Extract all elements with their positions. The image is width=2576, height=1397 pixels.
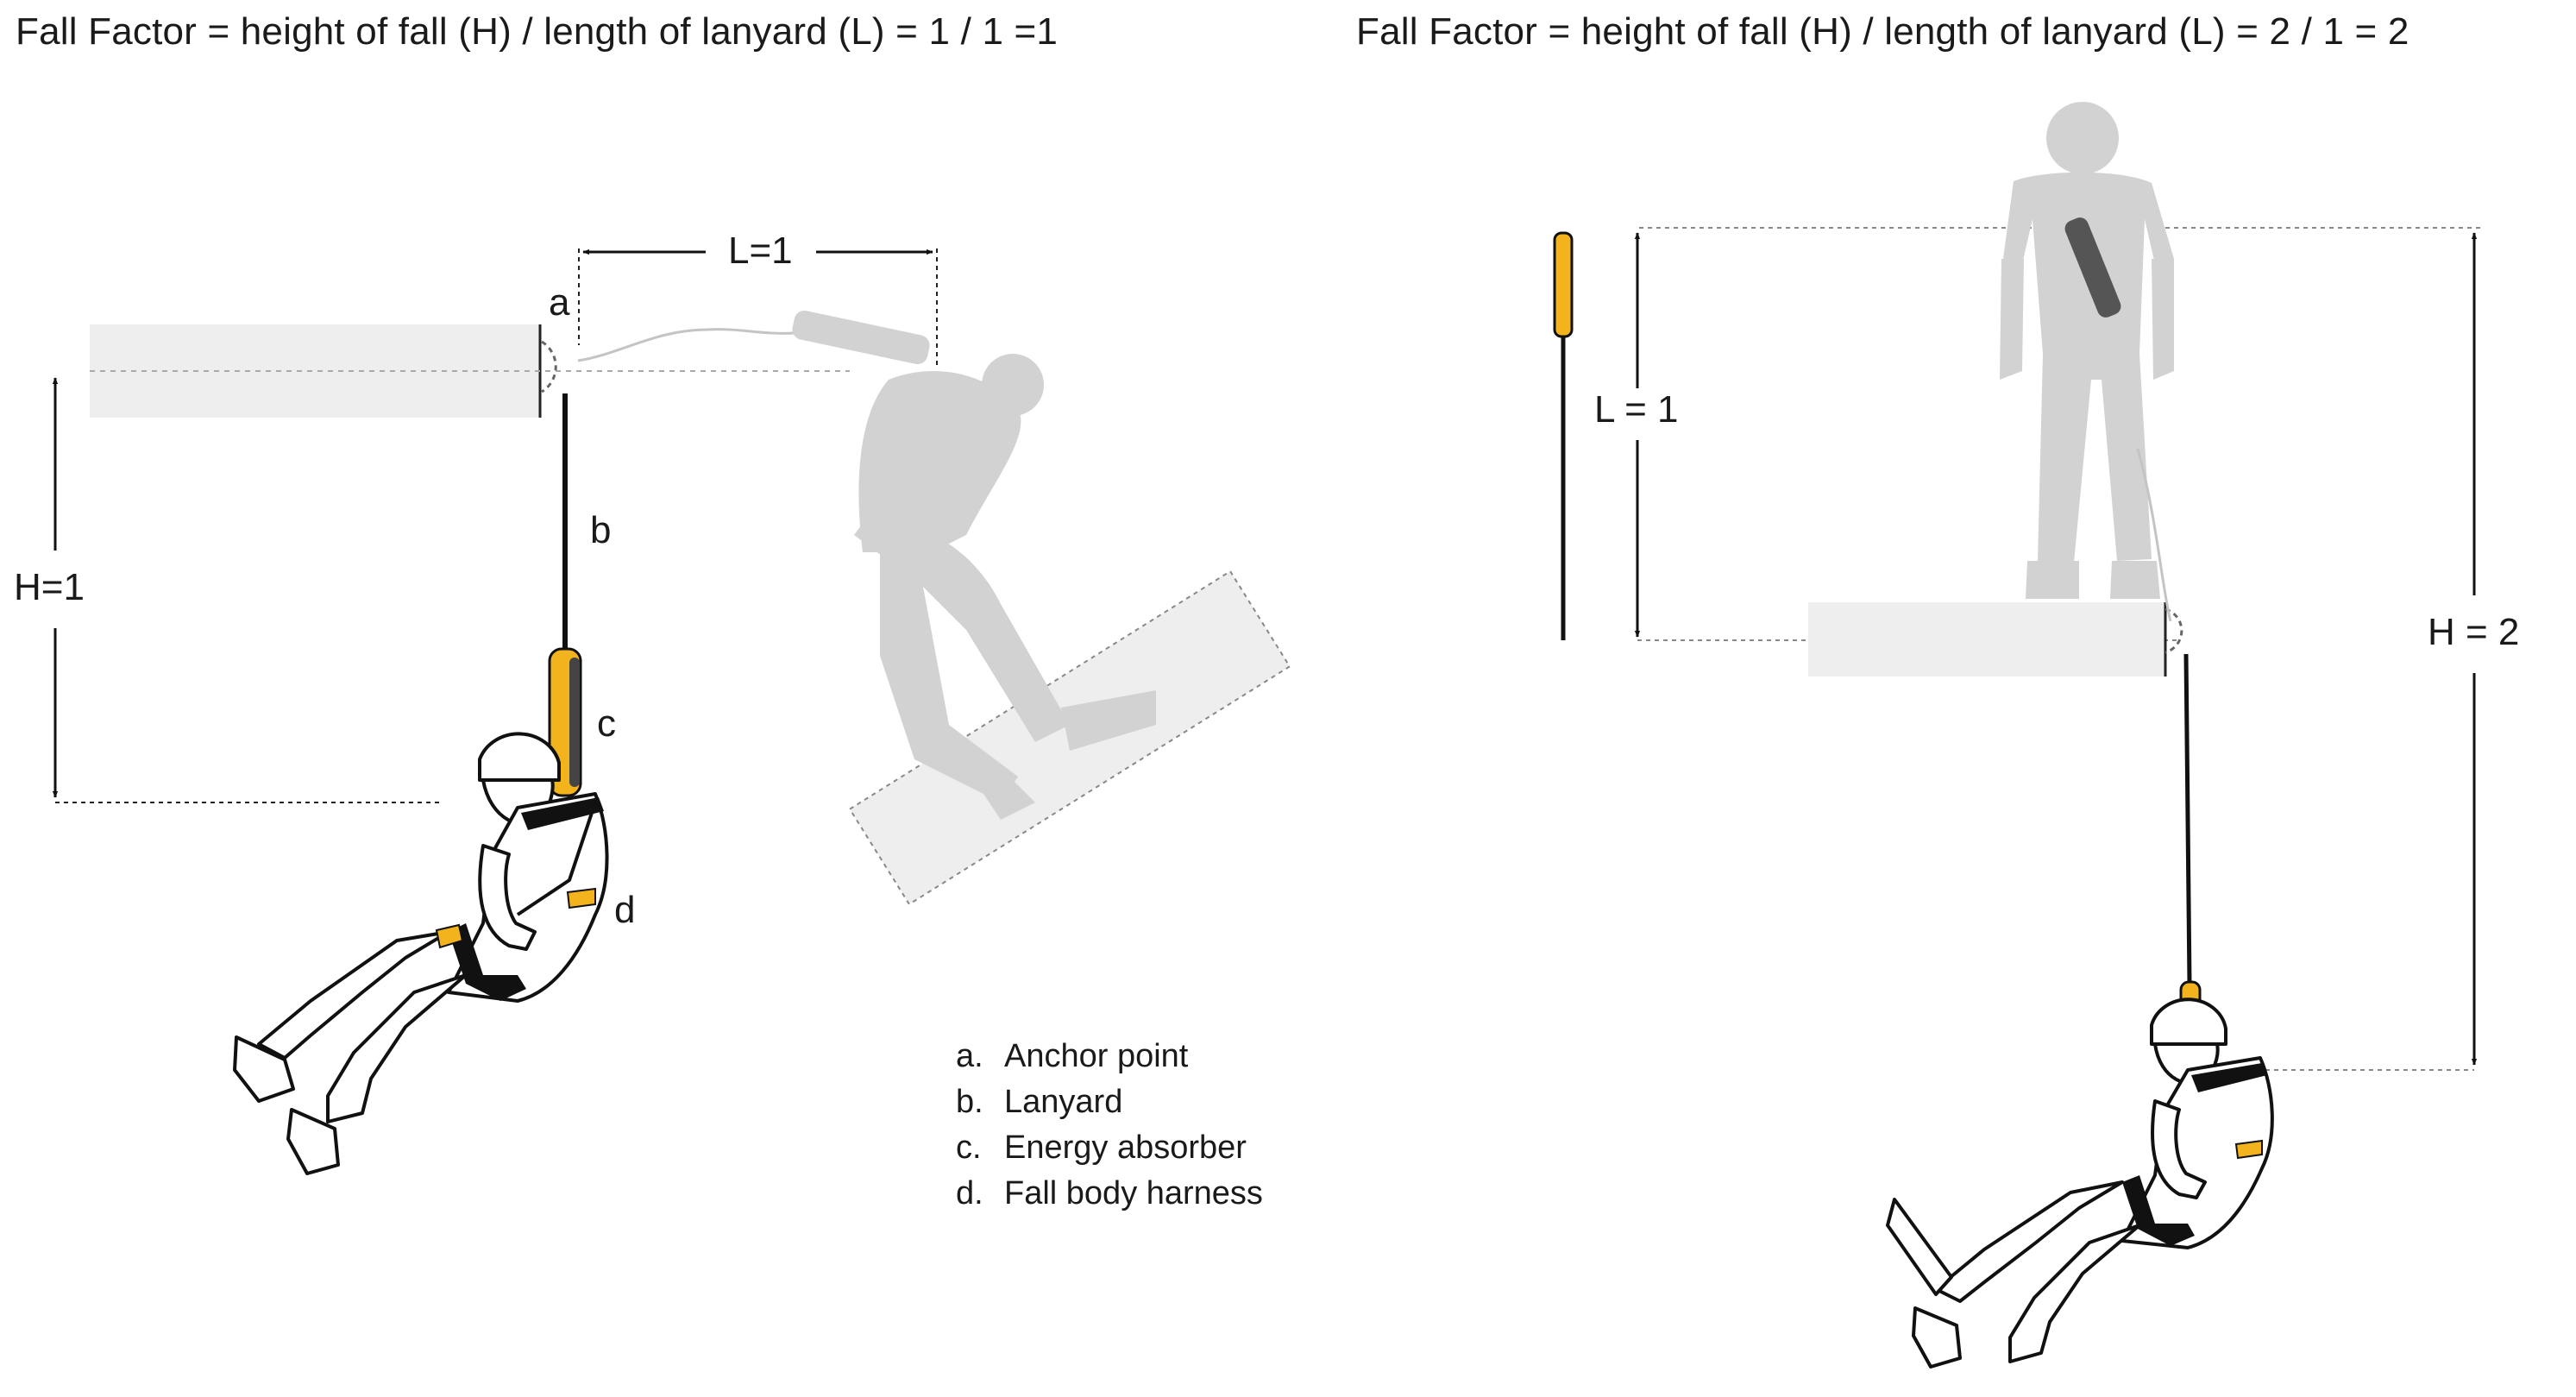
legend-text: Anchor point bbox=[1004, 1038, 1189, 1074]
legend-item-a: a. Anchor point bbox=[956, 1034, 1263, 1079]
right-length-label: L = 1 bbox=[1594, 388, 1679, 431]
left-platform bbox=[90, 324, 540, 418]
legend-item-b: b. Lanyard bbox=[956, 1079, 1263, 1125]
right-lanyard bbox=[2183, 653, 2192, 985]
left-ghost-worker bbox=[577, 310, 1291, 906]
left-scene bbox=[52, 249, 1291, 1175]
label-c: c bbox=[597, 702, 616, 745]
right-scene bbox=[1553, 102, 2485, 1369]
legend-text: Lanyard bbox=[1004, 1084, 1123, 1120]
left-title: Fall Factor = height of fall (H) / lengt… bbox=[16, 10, 1059, 53]
legend-key: c. bbox=[956, 1130, 982, 1166]
left-hanging-worker bbox=[233, 732, 609, 1175]
component-legend: a. Anchor point b. Lanyard c. Energy abs… bbox=[956, 1034, 1263, 1217]
right-title: Fall Factor = height of fall (H) / lengt… bbox=[1356, 10, 2410, 53]
right-height-label: H = 2 bbox=[2428, 611, 2520, 653]
legend-item-c: c. Energy absorber bbox=[956, 1125, 1263, 1171]
left-height-label: H=1 bbox=[14, 566, 85, 608]
label-a: a bbox=[549, 281, 570, 324]
legend-text: Energy absorber bbox=[1004, 1130, 1247, 1166]
right-lanyard-reference bbox=[1553, 231, 1574, 640]
right-anchor-point bbox=[2164, 607, 2183, 654]
legend-item-d: d. Fall body harness bbox=[956, 1171, 1263, 1217]
legend-key: d. bbox=[956, 1175, 983, 1211]
right-platform bbox=[1808, 602, 2165, 676]
label-b: b bbox=[590, 509, 612, 551]
legend-key: a. bbox=[956, 1038, 983, 1074]
legend-key: b. bbox=[956, 1084, 983, 1120]
label-d: d bbox=[614, 889, 636, 931]
left-anchor-point bbox=[541, 340, 557, 393]
left-length-label: L=1 bbox=[728, 230, 793, 272]
legend-text: Fall body harness bbox=[1004, 1175, 1263, 1211]
right-ghost-worker bbox=[2000, 102, 2174, 622]
right-hanging-worker bbox=[1886, 997, 2274, 1369]
